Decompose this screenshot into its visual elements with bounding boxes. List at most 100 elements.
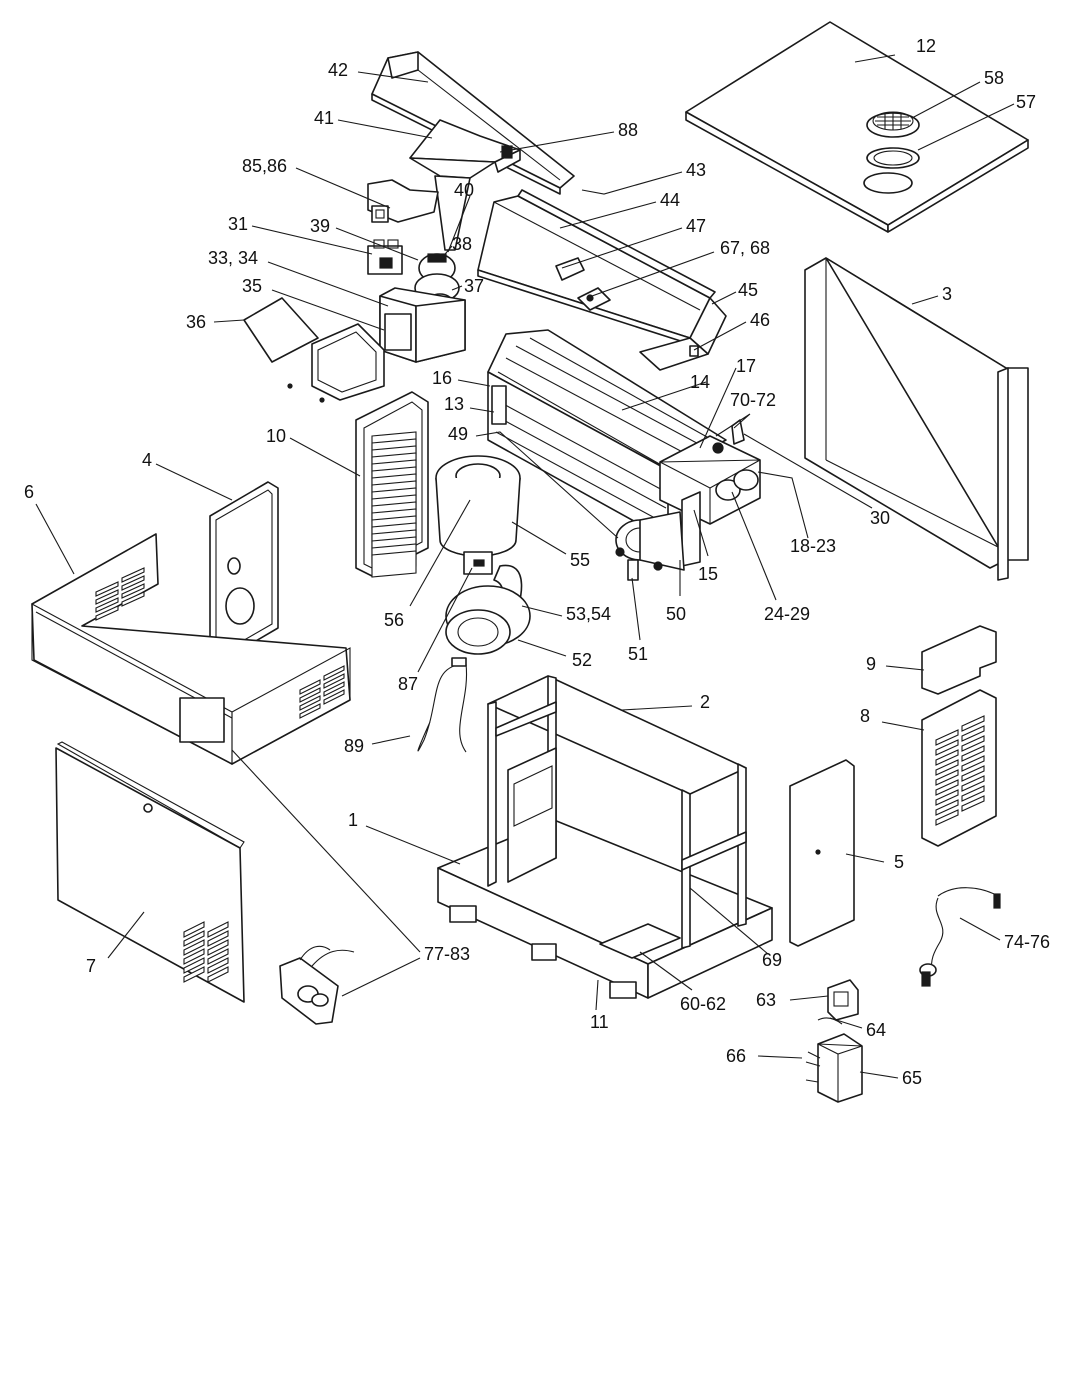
louver-slot <box>207 957 229 974</box>
part-77-83-control-board <box>279 945 355 1025</box>
label-7: 7 <box>86 956 96 976</box>
louver-slot <box>961 785 985 802</box>
label-30: 30 <box>870 508 890 528</box>
louver-slot <box>323 689 345 705</box>
louver-slot <box>935 759 959 776</box>
louver-slot <box>95 581 119 597</box>
part-6-louvers-right <box>299 665 345 719</box>
label-60-62: 60-62 <box>680 994 726 1014</box>
label-70-72: 70-72 <box>730 390 776 410</box>
louver-slot <box>95 589 119 605</box>
louver-slot <box>299 703 321 719</box>
part-50-51-pump <box>615 511 685 581</box>
label-55: 55 <box>570 550 590 570</box>
leader-lines <box>35 54 1015 1079</box>
label-43: 43 <box>686 160 706 180</box>
part-33-34-burner-box <box>379 287 466 363</box>
louver-slot <box>121 567 145 583</box>
louver-slot <box>961 755 985 772</box>
louver-slot <box>935 749 959 766</box>
louver-slot <box>935 739 959 756</box>
label-87: 87 <box>398 674 418 694</box>
louver-slot <box>961 745 985 762</box>
louver-slot <box>371 550 417 578</box>
label-18-23: 18-23 <box>790 536 836 556</box>
louver-slot <box>961 715 985 732</box>
label-39: 39 <box>310 216 330 236</box>
part-88-pressure-switch-hose <box>501 145 513 159</box>
label-2: 2 <box>700 692 710 712</box>
part-6-front-skirt <box>31 533 351 765</box>
label-77-83: 77-83 <box>424 944 470 964</box>
label-89: 89 <box>344 736 364 756</box>
louver-slot <box>207 948 229 965</box>
louver-slot <box>95 597 119 613</box>
louver-slot <box>961 765 985 782</box>
label-41: 41 <box>314 108 334 128</box>
part-6-louvers-left <box>95 567 145 621</box>
louver-slot <box>299 687 321 703</box>
label-15: 15 <box>698 564 718 584</box>
louver-slot <box>207 966 229 983</box>
label-37: 37 <box>464 276 484 296</box>
louver-slot <box>95 605 119 621</box>
label-74-76: 74-76 <box>1004 932 1050 952</box>
label-5: 5 <box>894 852 904 872</box>
label-47: 47 <box>686 216 706 236</box>
part-5-side-panel <box>789 759 855 947</box>
louver-slot <box>121 575 145 591</box>
label-52: 52 <box>572 650 592 670</box>
part-9-top-cap <box>921 625 997 695</box>
part-10-louver-slots <box>371 431 417 578</box>
louver-slot <box>961 775 985 792</box>
part-2-frame <box>487 675 747 949</box>
part-85-86-bracket <box>367 179 439 223</box>
label-56: 56 <box>384 610 404 630</box>
part-41-draft-hood <box>409 119 521 251</box>
label-38: 38 <box>452 234 472 254</box>
part-8-louver-slots <box>935 715 985 826</box>
label-44: 44 <box>660 190 680 210</box>
louver-slot <box>323 665 345 681</box>
part-65-junction-box <box>817 1033 863 1103</box>
label-24-29: 24-29 <box>764 604 810 624</box>
label-9: 9 <box>866 654 876 674</box>
label-46: 46 <box>750 310 770 330</box>
part-4-side-panel <box>209 481 279 663</box>
label-63: 63 <box>756 990 776 1010</box>
label-53-54: 53,54 <box>566 604 611 624</box>
label-65: 65 <box>902 1068 922 1088</box>
label-6: 6 <box>24 482 34 502</box>
louver-slot <box>961 795 985 812</box>
part-36-access-cover <box>243 297 385 403</box>
label-42: 42 <box>328 60 348 80</box>
louver-slot <box>323 673 345 689</box>
part-8-louver-door <box>921 689 997 847</box>
label-57: 57 <box>1016 92 1036 112</box>
louver-slot <box>183 930 205 947</box>
label-3: 3 <box>942 284 952 304</box>
part-15-header-bracket <box>681 491 701 567</box>
label-35: 35 <box>242 276 262 296</box>
part-14-heat-exchanger <box>487 329 727 541</box>
louver-slot <box>207 921 229 938</box>
part-52-blower <box>445 585 531 655</box>
label-17: 17 <box>736 356 756 376</box>
label-40: 40 <box>454 180 474 200</box>
louver-slot <box>183 966 205 983</box>
label-10: 10 <box>266 426 286 446</box>
louver-slot <box>183 921 205 938</box>
label-8: 8 <box>860 706 870 726</box>
part-7-front-door <box>55 741 245 1003</box>
part-57-gasket-ring <box>866 147 920 169</box>
louver-slot <box>935 799 959 816</box>
part-89-wire-harness <box>417 657 468 753</box>
part-67-68-sensor <box>577 287 611 311</box>
label-4: 4 <box>142 450 152 470</box>
label-12: 12 <box>916 36 936 56</box>
label-67-68: 67, 68 <box>720 238 770 258</box>
part-74-76-sensor-cable <box>919 887 1001 987</box>
part-63-transformer <box>827 979 859 1021</box>
label-58: 58 <box>984 68 1004 88</box>
louver-slot <box>935 729 959 746</box>
